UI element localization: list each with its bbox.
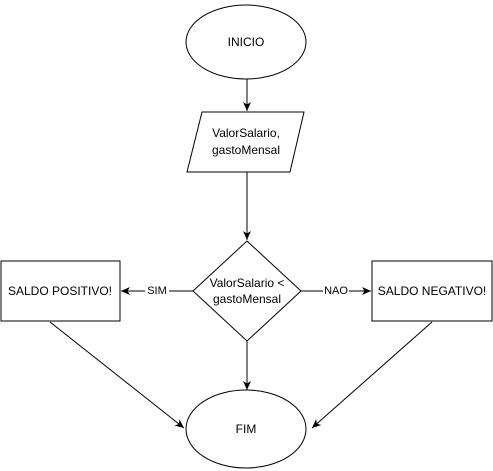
decision-node: ValorSalario < gastoMensal: [192, 240, 302, 342]
positive-label: SALDO POSITIVO!: [8, 284, 112, 298]
decision-diamond: [192, 240, 302, 342]
arrow-negative-to-end: [311, 321, 433, 429]
edge-label-nao: NAO: [323, 283, 349, 298]
input-label-line2: gastoMensal: [212, 143, 280, 157]
negative-rectangle: [371, 260, 493, 322]
positive-rectangle: [0, 260, 121, 322]
edge-label-sim: SIM: [145, 283, 169, 298]
start-label: INICIO: [228, 35, 265, 49]
negative-node: SALDO NEGATIVO!: [371, 260, 493, 322]
input-label-line1: ValorSalario,: [212, 126, 280, 140]
arrow-positive-to-end: [49, 321, 185, 429]
decision-label-line2: gastoMensal: [213, 292, 281, 306]
negative-label: SALDO NEGATIVO!: [378, 284, 486, 298]
end-node: FIM: [185, 389, 307, 469]
start-ellipse: [185, 4, 307, 80]
end-ellipse: [185, 389, 307, 469]
edge-label-nao-text: NAO: [324, 285, 348, 297]
input-parallelogram: [186, 111, 305, 173]
start-node: INICIO: [185, 4, 307, 80]
input-node: ValorSalario, gastoMensal: [186, 111, 305, 173]
positive-node: SALDO POSITIVO!: [0, 260, 121, 322]
end-label: FIM: [236, 422, 257, 436]
edge-label-sim-text: SIM: [147, 285, 167, 297]
decision-label-line1: ValorSalario <: [210, 276, 285, 290]
